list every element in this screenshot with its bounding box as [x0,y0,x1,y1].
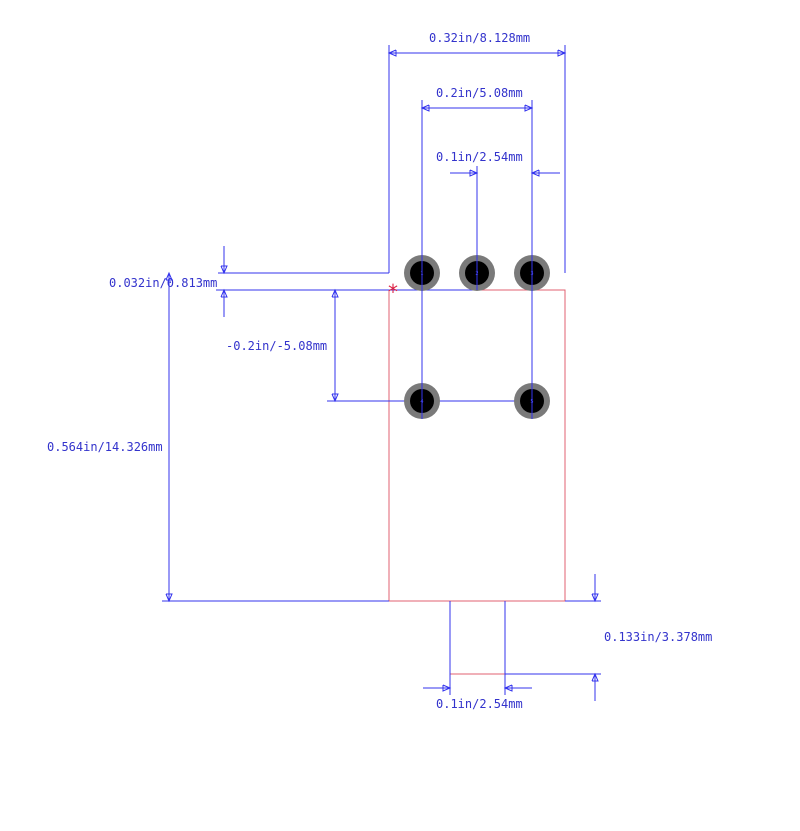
dim-tab-length: 0.133in/3.378mm [505,574,712,701]
dim-pin-pitch: 0.1in/2.54mm [436,150,560,290]
dim-total-width: 0.32in/8.128mm [218,31,567,274]
dim-label-body-height: 0.564in/14.326mm [47,440,163,454]
dim-label-total-width: 0.32in/8.128mm [429,31,530,45]
dim-label-pin-span: 0.2in/5.08mm [436,86,523,100]
pad-guides [421,255,533,419]
dim-label-tab-length: 0.133in/3.378mm [604,630,712,644]
package-outline [388,289,566,675]
dim-label-tab-width: 0.1in/2.54mm [436,697,523,711]
dim-row-spacing: -0.2in/-5.08mm [226,288,532,403]
dim-label-top-offset: 0.032in/0.813mm [109,276,217,290]
dim-top-offset: 0.032in/0.813mm [109,246,477,317]
pin1-marker-icon: * [388,280,398,304]
dim-label-pin-pitch: 0.1in/2.54mm [436,150,523,164]
dim-label-row-spacing: -0.2in/-5.08mm [226,339,327,353]
package-body-outline [388,289,566,602]
package-tab-outline [449,601,506,675]
dim-body-height: 0.564in/14.326mm [47,271,389,603]
dim-tab-width: 0.1in/2.54mm [423,601,532,711]
